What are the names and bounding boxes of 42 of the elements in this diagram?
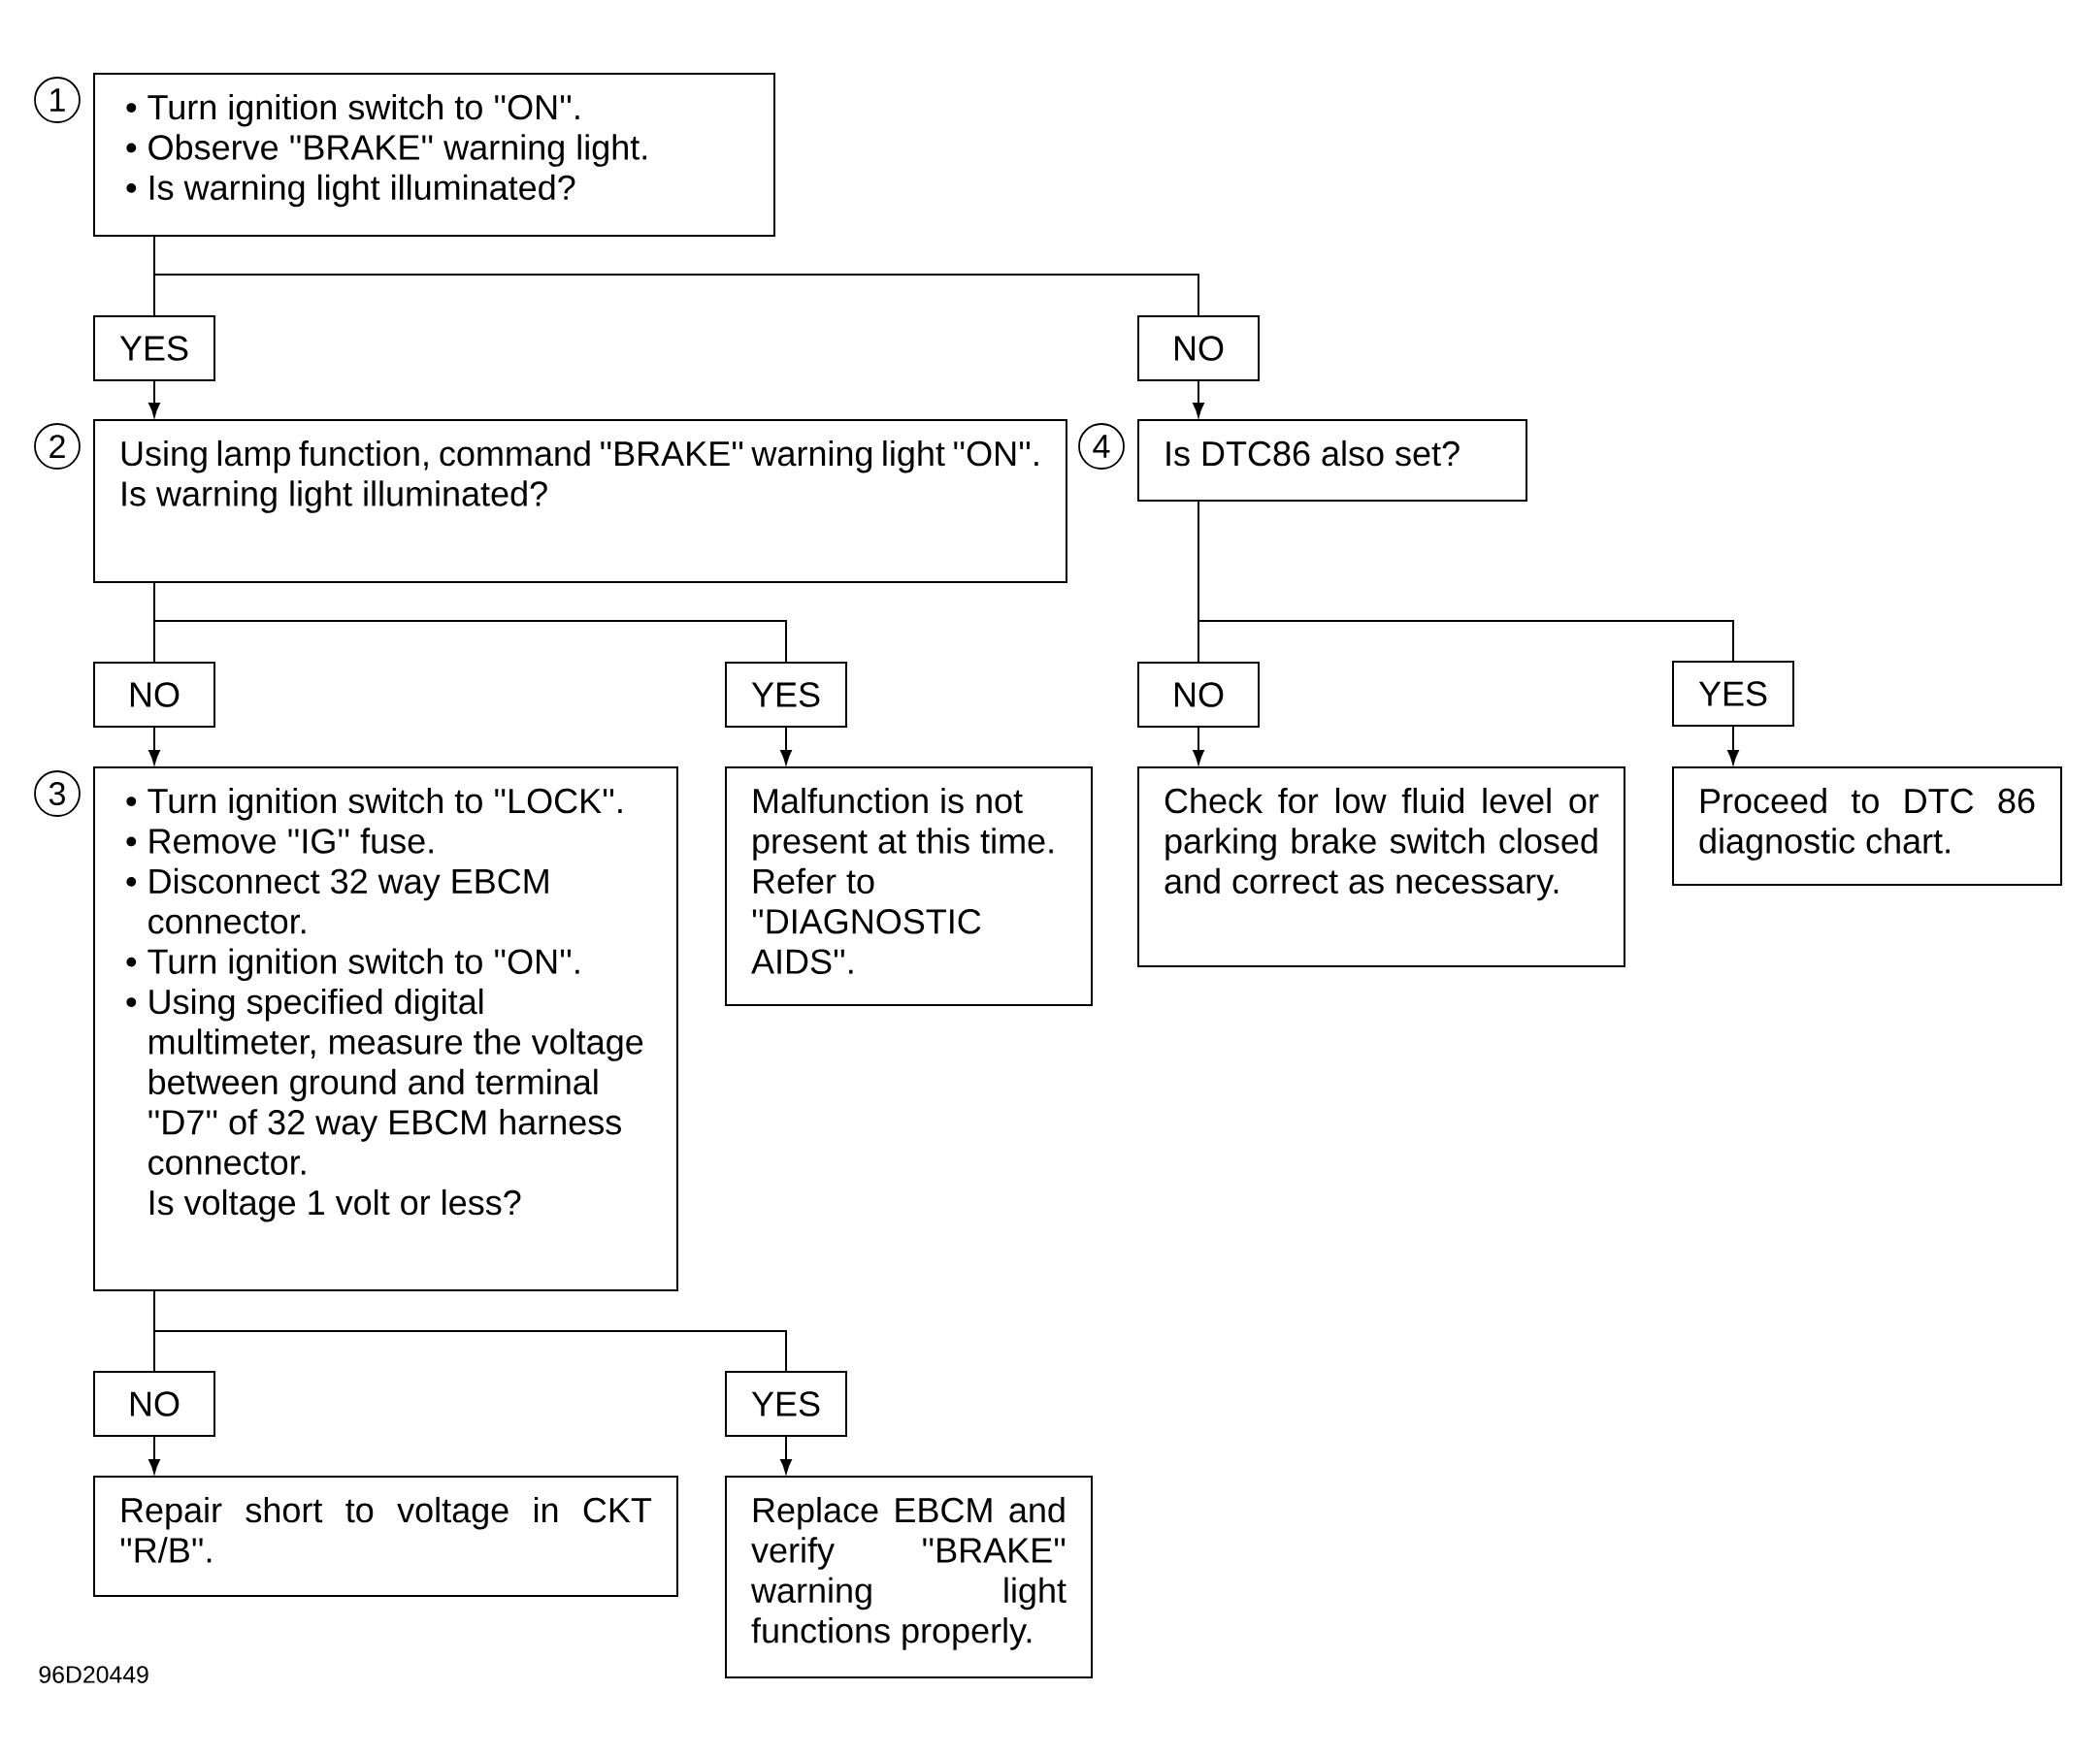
connector-line — [153, 1330, 787, 1373]
connector-line — [153, 1289, 155, 1332]
result-box: Malfunction is not present at this time. Refer to ''DIAGNOSTIC AIDS''. — [725, 766, 1093, 1006]
step-box: • Turn ignition switch to ''LOCK''. • Remove ''IG'' fuse. • Disconnect 32 way EBCM connector. • Turn ignition switch to ''ON''. • Using specified digital multimeter, measure the voltage between ground and terminal ''D7'' of 32 way EBCM harness connector. Is voltage 1 volt or less? — [93, 766, 678, 1291]
arrow — [780, 726, 792, 765]
arrow — [1193, 726, 1204, 765]
connector-line — [153, 620, 155, 664]
result-box: Replace EBCM and verify ''BRAKE'' warning light functions properly. — [725, 1476, 1093, 1678]
connector-line — [153, 581, 155, 622]
connector-line — [153, 274, 1199, 317]
branch-box: YES — [93, 315, 215, 381]
connector-line — [153, 235, 155, 276]
step-number: 4 — [1078, 423, 1125, 470]
step-box: Using lamp function, command ''BRAKE'' warning light ''ON''. Is warning light illuminated? — [93, 419, 1067, 583]
step-box: • Turn ignition switch to ''ON''. • Observe ''BRAKE'' warning light. • Is warning light illuminated? — [93, 73, 775, 237]
arrow — [148, 726, 160, 765]
step-number: 1 — [34, 77, 81, 123]
arrow — [148, 1435, 160, 1474]
result-box: Proceed to DTC 86 diagnostic chart. — [1672, 766, 2062, 886]
result-box: Repair short to voltage in CKT ''R/B''. — [93, 1476, 678, 1597]
connector-line — [1198, 620, 1734, 663]
connector-line — [153, 274, 155, 317]
branch-box: YES — [725, 1371, 847, 1437]
branch-box: NO — [93, 662, 215, 728]
arrow — [1727, 725, 1739, 765]
connector-line — [153, 1330, 155, 1373]
step-box: Is DTC86 also set? — [1137, 419, 1527, 502]
branch-box: YES — [1672, 661, 1794, 727]
connector-line — [1198, 620, 1199, 664]
step-number: 2 — [34, 423, 81, 470]
branch-box: NO — [1137, 662, 1260, 728]
branch-box: YES — [725, 662, 847, 728]
connector-line — [1198, 500, 1199, 622]
arrow — [780, 1435, 792, 1474]
result-box: Check for low fluid level or parking brake switch closed and correct as necessary. — [1137, 766, 1625, 967]
arrow — [1193, 379, 1204, 417]
step-number: 3 — [34, 770, 81, 817]
connector-line — [153, 620, 787, 664]
branch-box: NO — [1137, 315, 1260, 381]
branch-box: NO — [93, 1371, 215, 1437]
figure-code: 96D20449 — [39, 1666, 148, 1683]
arrow — [148, 379, 160, 417]
